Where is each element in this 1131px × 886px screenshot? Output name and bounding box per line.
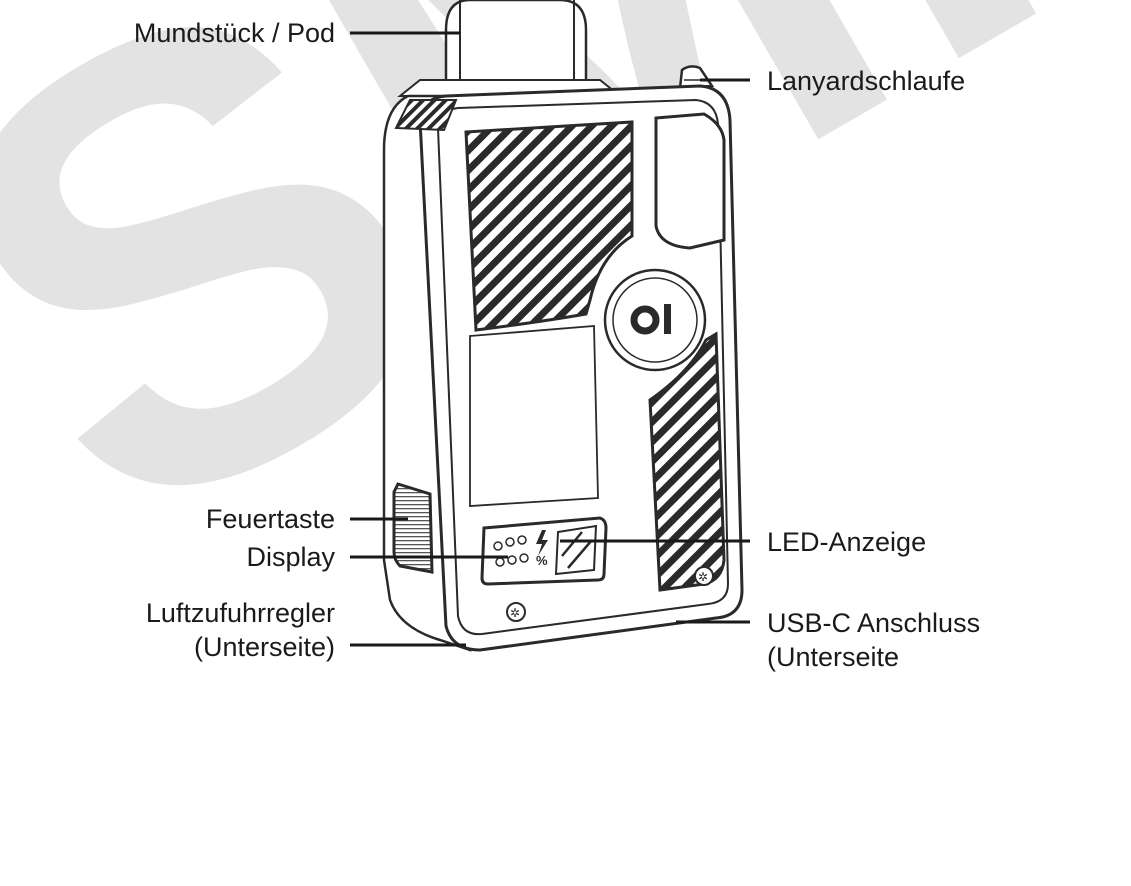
label-lanyard: Lanyardschlaufe <box>767 66 966 96</box>
label-led: LED-Anzeige <box>767 527 927 557</box>
label-usb: USB-C Anschluss (Unterseite <box>767 606 980 674</box>
svg-text:%: % <box>536 553 548 568</box>
lightning-icon <box>536 530 548 556</box>
label-usb-line1: USB-C Anschluss <box>767 608 981 638</box>
display-panel: % <box>480 516 608 586</box>
label-airflow: Luftzufuhrregler (Unterseite) <box>146 596 335 664</box>
leader-lines <box>350 31 750 647</box>
svg-text:✲: ✲ <box>510 606 520 620</box>
label-display: Display <box>246 542 335 572</box>
label-usb-line2: (Unterseite <box>767 642 900 672</box>
fire-button <box>392 482 434 574</box>
brand-logo-icon <box>603 268 707 372</box>
svg-text:✲: ✲ <box>698 570 708 584</box>
label-airflow-line1: Luftzufuhrregler <box>145 598 335 628</box>
label-airflow-line2: (Unterseite) <box>193 632 335 662</box>
label-mouthpiece: Mundstück / Pod <box>133 18 335 48</box>
screw-left: ✲ <box>506 602 526 622</box>
screw-right: ✲ <box>694 566 714 586</box>
label-fire-button: Feuertaste <box>205 504 335 534</box>
device-body: % ✲ ✲ <box>382 84 744 652</box>
